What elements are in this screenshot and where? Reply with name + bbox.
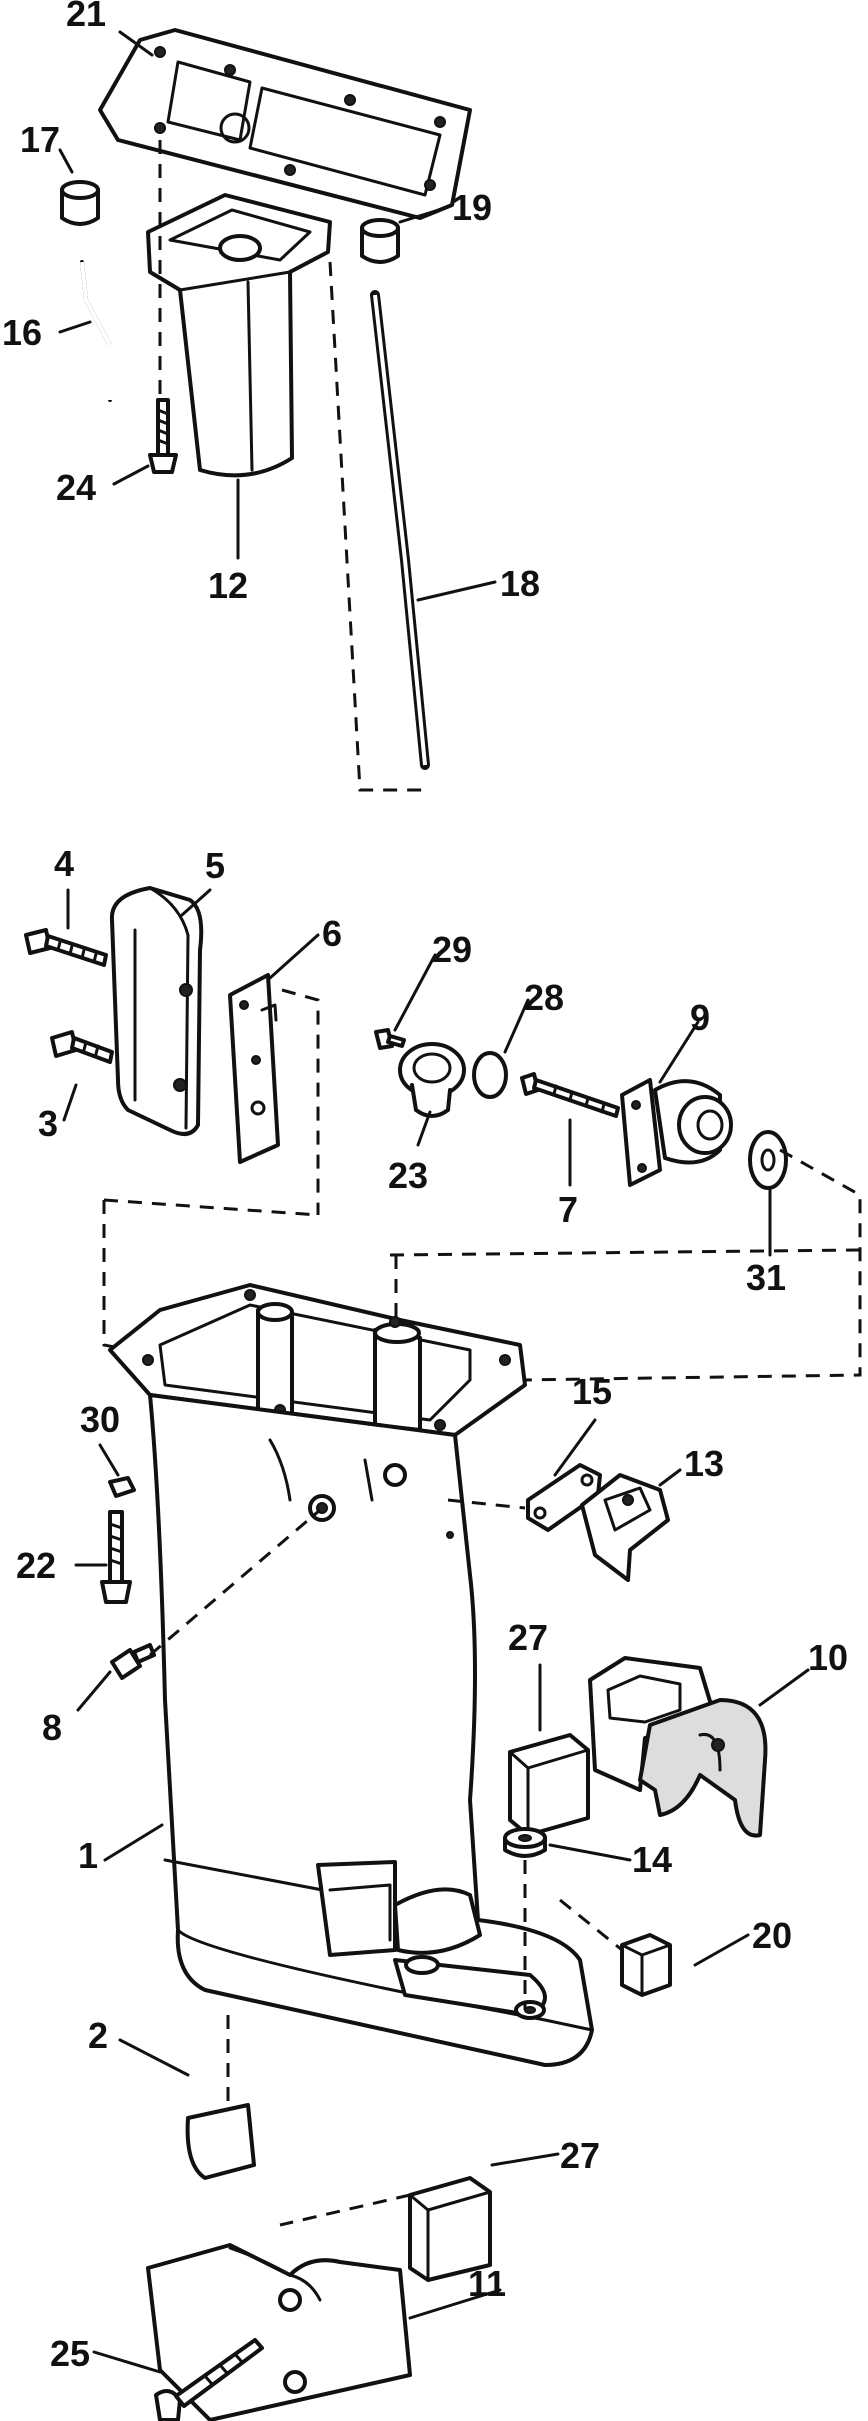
- callout-5: 5: [205, 845, 225, 886]
- screw-part-8: [110, 1643, 156, 1680]
- callout-2: 2: [88, 2015, 108, 2056]
- callout-8: 8: [42, 1707, 62, 1748]
- alignment-line: [103, 1198, 319, 1217]
- leader-lines: [58, 30, 810, 2374]
- callout-4: 4: [54, 843, 74, 884]
- callout-9: 9: [690, 997, 710, 1038]
- rubber-block-part-27-lower: [408, 2176, 492, 2282]
- screw-part-29: [374, 1028, 406, 1050]
- rubber-block-part-20: [620, 1933, 672, 1997]
- screw-part-22: [100, 1510, 132, 1604]
- callout-16: 16: [2, 312, 42, 353]
- callout-19: 19: [452, 187, 492, 228]
- screw-part-7: [520, 1072, 620, 1118]
- alignment-line: [281, 988, 320, 1215]
- grommet-part-19: [360, 218, 400, 264]
- fitting-part-23: [398, 1042, 466, 1118]
- callout-22: 22: [16, 1545, 56, 1586]
- callout-17: 17: [20, 119, 60, 160]
- water-tube-part-18: [370, 290, 430, 770]
- alignment-line: [559, 1898, 623, 1952]
- callout-11: 11: [468, 2263, 506, 2304]
- callout-23: 23: [388, 1155, 428, 1196]
- alignment-line: [519, 1148, 862, 1382]
- callout-18: 18: [500, 563, 540, 604]
- nut-part-30: [108, 1476, 136, 1498]
- grommet-part-14: [503, 1827, 547, 1858]
- callout-3: 3: [38, 1103, 58, 1144]
- alignment-line: [389, 1248, 861, 1257]
- callout-7: 7: [558, 1189, 578, 1230]
- callout-30: 30: [80, 1399, 120, 1440]
- callout-21: 21: [66, 0, 106, 34]
- screw-part-25: [154, 2338, 264, 2421]
- callout-10: 10: [808, 1637, 848, 1678]
- washer-part-31: [748, 1130, 788, 1190]
- callout-14: 14: [632, 1839, 672, 1880]
- bracket-part-13: [580, 1473, 670, 1582]
- alignment-line: [328, 261, 425, 792]
- plate-part-2: [185, 2103, 256, 2180]
- gasket-part-21: [98, 28, 472, 220]
- callout-24: 24: [56, 467, 96, 508]
- alignment-line: [102, 1200, 131, 1352]
- callout-31: 31: [746, 1257, 786, 1298]
- callout-28: 28: [524, 977, 564, 1018]
- screw-part-4: [24, 928, 108, 967]
- callout-29: 29: [432, 929, 472, 970]
- cover-part-5: [109, 886, 204, 1136]
- rubber-block-part-27-upper: [508, 1733, 590, 1837]
- callout-12: 12: [208, 565, 248, 606]
- screw-part-24: [148, 398, 178, 474]
- callout-27-lower: 27: [560, 2135, 600, 2176]
- exhaust-housing-part-12: [146, 193, 332, 478]
- alignment-line: [279, 2193, 411, 2227]
- drive-shaft-housing-part-1: [108, 1283, 594, 2067]
- callout-13: 13: [684, 1443, 724, 1484]
- callout-25: 25: [50, 2333, 90, 2374]
- o-ring-part-28: [472, 1051, 508, 1099]
- gasket-part-6: [228, 973, 280, 1164]
- alignment-line: [149, 1508, 321, 1657]
- water-tube-part-16: [80, 260, 112, 402]
- screw-part-3: [50, 1030, 114, 1064]
- callout-labels: 21 17 19 16 24 12 18 4 5 6 29 28 9 3 23 …: [2, 0, 848, 2374]
- callout-6: 6: [322, 913, 342, 954]
- callout-15: 15: [572, 1371, 612, 1412]
- grommet-part-17: [60, 180, 100, 226]
- lower-mount-part-10: [588, 1656, 768, 1838]
- alignment-line: [447, 1498, 526, 1510]
- indicator-part-9: [620, 1078, 733, 1187]
- callout-1: 1: [78, 1835, 98, 1876]
- callout-20: 20: [752, 1915, 792, 1956]
- callout-27-upper: 27: [508, 1617, 548, 1658]
